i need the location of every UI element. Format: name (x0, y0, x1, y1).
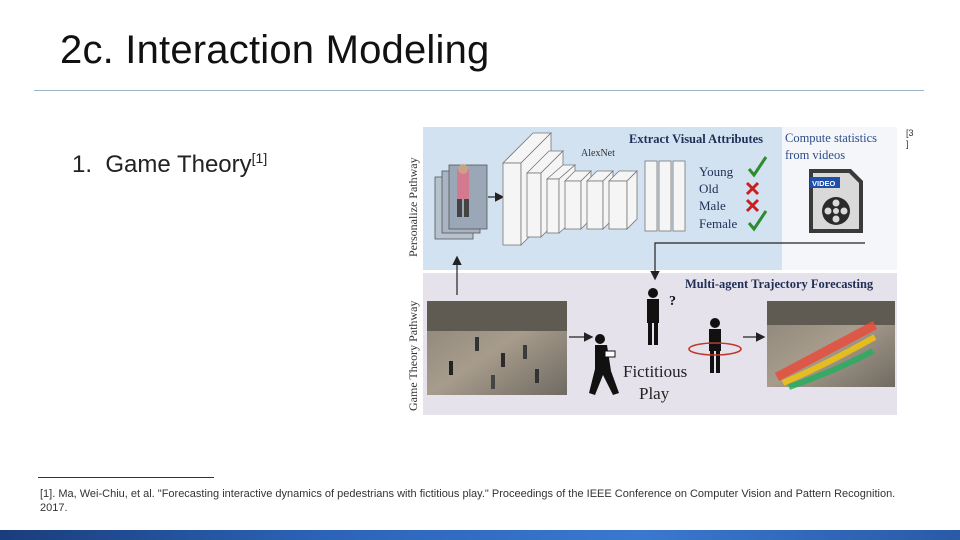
side-reference-line1: [3 (906, 128, 914, 139)
slide-title: 2c. Interaction Modeling (60, 28, 490, 73)
extract-attributes-title: Extract Visual Attributes (629, 132, 763, 146)
attribute-old: Old (699, 181, 719, 196)
attribute-young: Young (699, 164, 734, 179)
fictitious-play-line1: Fictitious (623, 362, 687, 381)
forecasting-title: Multi-agent Trajectory Forecasting (685, 277, 874, 291)
bullet-item: 1. Game Theory[1] (72, 150, 267, 179)
pipeline-figure: Personalize Pathway Game Theory Pathway … (405, 125, 897, 415)
forecast-scene-image (767, 301, 895, 387)
footnote: [1]. Ma, Wei-Chiu, et al. "Forecasting i… (40, 487, 920, 515)
fictitious-play-line2: Play (639, 384, 670, 403)
bullet-reference: [1] (252, 150, 268, 166)
footnote-divider (38, 477, 214, 478)
side-reference-line2: ] (906, 139, 914, 150)
question-mark: ? (669, 294, 676, 309)
bottom-accent-bar (0, 530, 960, 540)
bullet-text: Game Theory (105, 151, 251, 178)
bullet-number: 1. (72, 151, 92, 178)
game-theory-pathway-label: Game Theory Pathway (406, 301, 420, 411)
stats-title-line1: Compute statistics (785, 131, 877, 145)
personalize-pathway-label: Personalize Pathway (406, 157, 420, 257)
input-image-stack (435, 164, 487, 239)
video-file-icon: VIDEO (809, 169, 863, 233)
stats-title-line2: from videos (785, 148, 845, 162)
attribute-male: Male (699, 198, 726, 213)
side-reference: [3 ] (906, 128, 914, 150)
attribute-female: Female (699, 216, 737, 231)
title-divider (34, 90, 924, 91)
alexnet-label: AlexNet (581, 148, 615, 159)
input-scene-image (427, 301, 567, 395)
video-badge: VIDEO (812, 179, 836, 188)
